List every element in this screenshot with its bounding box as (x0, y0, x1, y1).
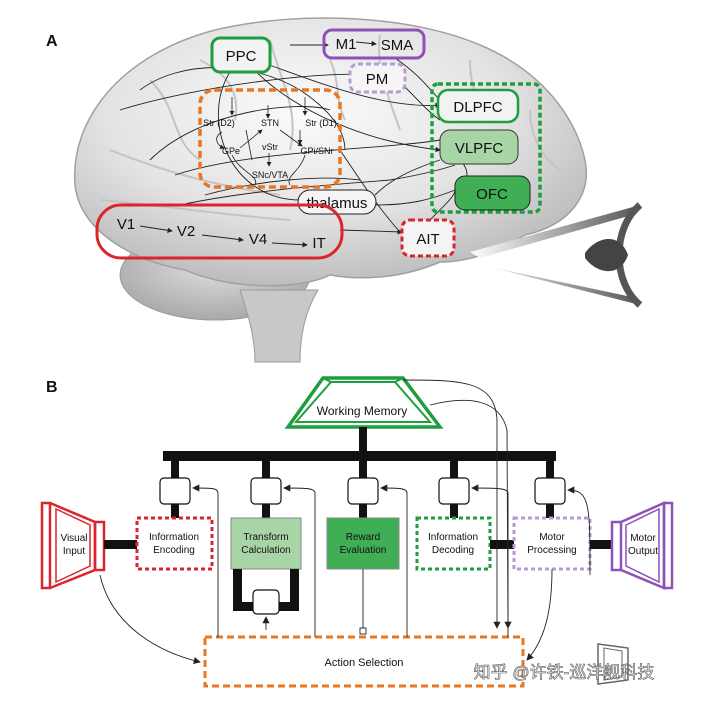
ventral-stream-arrows (139, 225, 308, 248)
visual-input-connector (104, 540, 137, 549)
brain-connections (119, 40, 468, 235)
motor-output-block: Motor Output (610, 501, 674, 590)
basal-ganglia-box (198, 88, 342, 189)
visual-input-label-1: Visual (60, 533, 87, 544)
vlpfc-box (439, 129, 519, 165)
ofc-label: OFC (476, 186, 508, 203)
m1-sma-box (322, 28, 426, 60)
ait-box (400, 218, 456, 258)
information-encoding-label-2: Encoding (153, 545, 195, 556)
motor-processing-label-1: Motor (539, 532, 565, 543)
gate-boxes (159, 477, 566, 505)
vstr-label: vStr (262, 142, 278, 152)
gate-box-motor (534, 477, 566, 505)
transform-calculation-label-1: Transform (243, 532, 288, 543)
gpe-label: GPe (222, 146, 240, 156)
pm-box (348, 62, 407, 94)
ait-label: AIT (416, 231, 439, 248)
it-label: IT (312, 235, 325, 252)
dlpfc-label: DLPFC (453, 99, 502, 116)
information-encoding-box (135, 516, 214, 571)
memory-bus (163, 427, 556, 478)
control-arrows (99, 379, 591, 665)
visual-input-block: Visual Input (40, 501, 106, 590)
gate-box-encoding (159, 477, 191, 505)
m1-label: M1 (336, 36, 357, 53)
watermark: 知乎 @许铁-巡洋舰科技 (473, 643, 655, 685)
transform-calculation-box (230, 517, 302, 570)
information-decoding-box (415, 516, 492, 571)
thalamus-label: thalamus (307, 195, 368, 212)
information-decoding-label-2: Decoding (432, 545, 474, 556)
motor-output-label-1: Motor (630, 533, 656, 544)
panel-b-label: B (46, 379, 58, 396)
v4-label: V4 (249, 231, 267, 248)
transform-loop (233, 569, 299, 611)
action-selection-box (203, 635, 525, 688)
eye-icon (470, 202, 643, 308)
gate-box-decoding (438, 477, 470, 505)
snc-vta-label: SNc/VTA (252, 170, 288, 180)
ppc-label: PPC (226, 48, 257, 65)
working-memory-block: Working Memory (284, 376, 444, 429)
prefrontal-group-box (430, 82, 542, 214)
gpi-snr-label: GPi/SNr (300, 146, 333, 156)
ppc-box (210, 36, 272, 74)
working-memory-label: Working Memory (317, 404, 407, 418)
vlpfc-label: VLPFC (455, 140, 504, 157)
v2-label: V2 (177, 223, 195, 240)
stn-label: STN (261, 118, 279, 128)
ofc-box (454, 175, 531, 211)
basal-ganglia-arrows (216, 97, 308, 186)
information-encoding-label-1: Information (149, 532, 199, 543)
gate-box-transform-loop (252, 589, 280, 615)
visual-input-label-2: Input (63, 546, 85, 557)
motor-output-connector (590, 540, 612, 549)
information-decoding-label-1: Information (428, 532, 478, 543)
panel-a-label: A (46, 33, 58, 50)
motor-output-label-2: Output (628, 546, 658, 557)
str-d2-label: Str (D2) (203, 118, 235, 128)
v1-label: V1 (117, 216, 135, 233)
gate-box-reward (347, 477, 379, 505)
str-d1-label: Str (D1) (305, 118, 337, 128)
reward-evaluation-label-2: Evaluation (340, 545, 387, 556)
motor-processing-box (512, 516, 592, 571)
gate-box-transform (250, 477, 282, 505)
decoding-motor-connector (490, 540, 514, 549)
gate-connectors (171, 504, 554, 518)
reward-evaluation-box (326, 517, 400, 570)
motor-processing-label-2: Processing (527, 545, 576, 556)
reward-evaluation-label-1: Reward (346, 532, 380, 543)
watermark-text: 知乎 @许铁-巡洋舰科技 (474, 663, 655, 682)
sma-label: SMA (381, 37, 414, 54)
action-selection-label: Action Selection (325, 657, 404, 669)
transform-calculation-label-2: Calculation (241, 545, 290, 556)
pm-label: PM (366, 71, 389, 88)
ventral-stream-box (95, 203, 344, 260)
dlpfc-box (436, 88, 520, 124)
